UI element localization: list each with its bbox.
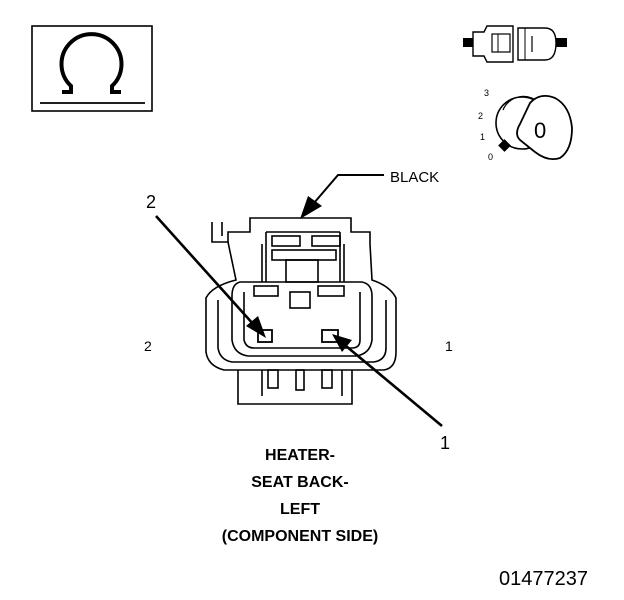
pin-1-callout-arrow (332, 334, 443, 427)
connector-body (205, 217, 397, 405)
pin-label-right: 1 (445, 338, 453, 354)
key-position-2: 2 (478, 111, 483, 121)
pin-2-callout-number: 2 (146, 192, 156, 212)
key-glyph: 0 (534, 118, 546, 143)
color-leader-arrow (300, 174, 384, 219)
caption-line-4: (COMPONENT SIDE) (222, 528, 378, 545)
caption-line-3: LEFT (280, 501, 320, 518)
key-position-0: 0 (488, 152, 493, 162)
figure-id: 01477237 (499, 568, 588, 590)
pin-2-callout-arrow (155, 215, 266, 338)
pin-1-callout-number: 1 (440, 433, 450, 453)
wire-color-label: BLACK (390, 169, 439, 186)
pin-label-left: 2 (144, 338, 152, 354)
caption-line-1: HEATER- (265, 447, 335, 464)
caption-line-2: SEAT BACK- (251, 474, 348, 491)
connector-caption: HEATER- SEAT BACK- LEFT (COMPONENT SIDE) (222, 447, 378, 545)
ohmmeter-symbol-box (31, 25, 153, 112)
connector-pair-icon (463, 25, 567, 63)
key-position-1: 1 (480, 132, 485, 142)
key-position-3: 3 (484, 88, 489, 98)
ignition-key-icon: 3 2 1 0 0 (478, 88, 573, 162)
ohm-icon (59, 32, 124, 94)
